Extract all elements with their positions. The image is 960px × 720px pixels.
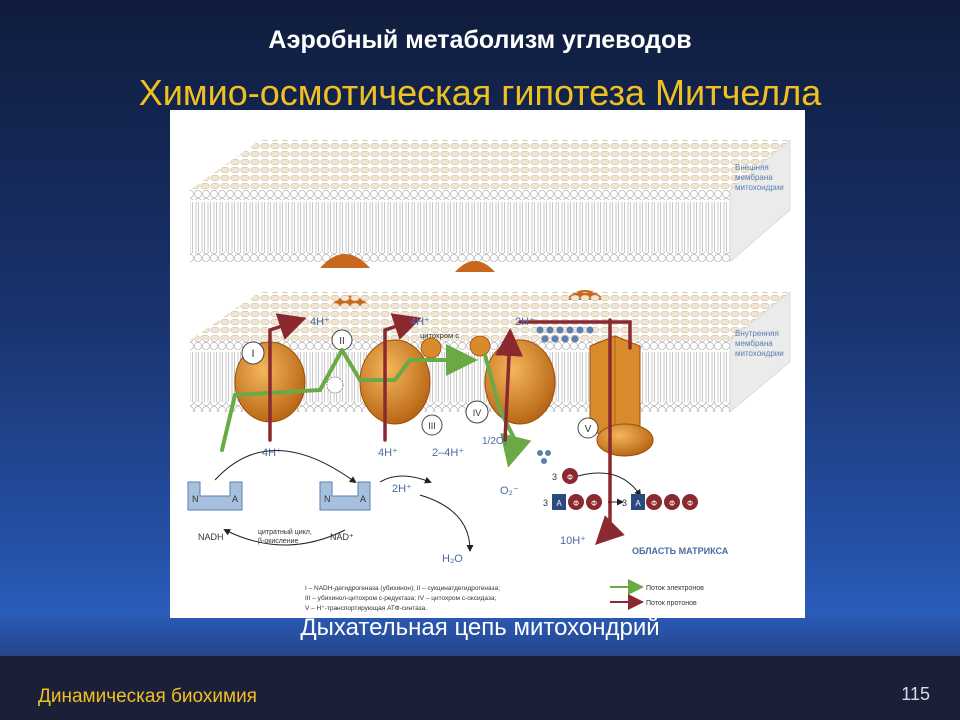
adp-count: 3 — [543, 498, 548, 508]
legend-line-1: I – NADH-дегидрогеназа (убихинон); II – … — [305, 584, 500, 592]
phosphate-symbol-6: Ф — [687, 499, 693, 508]
mitochondrial-chain-diagram: Внешняя мембрана митохондрии Внутренняя … — [170, 110, 805, 618]
complex-III-label: III — [428, 421, 436, 431]
outer-label-line-3: митохондрии — [735, 183, 784, 192]
inner-label-line-2: мембрана — [735, 339, 773, 348]
complex-II: II — [326, 329, 353, 394]
legend-line-2: III – убихинол-цитохром с-редуктаза; IV … — [305, 594, 497, 602]
inner-membrane-label: Внутренняя мембрана митохондрии — [735, 329, 784, 358]
footer-course-name: Динамическая биохимия — [38, 686, 257, 707]
atp-synthesis: 3 Ф 3 A Ф Ф 3 A Ф Ф Ф — [543, 468, 698, 510]
phosphate-symbol-3: Ф — [591, 499, 597, 508]
page-number: 115 — [901, 684, 930, 704]
cycle-label-1: цитратный цикл, — [258, 528, 312, 536]
top-proton-1: 4H⁺ — [310, 316, 330, 328]
nadh-label: NADH — [198, 532, 224, 542]
bottom-proton-1: 4H⁺ — [262, 447, 282, 459]
outer-label-line-1: Внешняя — [735, 163, 769, 172]
nad-a-letter: A — [360, 494, 366, 504]
legend-electron: Поток электронов — [646, 585, 704, 592]
atp-count: 3 — [622, 498, 627, 508]
diagram-svg: Внешняя мембрана митохондрии Внутренняя … — [187, 139, 791, 612]
complex-I-label: I — [251, 348, 254, 360]
water-label: H₂O — [442, 553, 463, 565]
proton-flow-arrows — [268, 313, 632, 545]
inner-label-line-3: митохондрии — [735, 349, 784, 358]
slide-subtitle: Химио-осмотическая гипотеза Митчелла — [138, 72, 822, 113]
phosphate-symbol-5: Ф — [669, 499, 675, 508]
ten-h-label: 10H⁺ — [560, 535, 586, 547]
matrix-label: ОБЛАСТЬ МАТРИКСА — [632, 546, 729, 556]
half-o2-label: 1/2O₂ — [482, 436, 508, 447]
complex-III: III — [359, 337, 443, 436]
outer-membrane — [190, 139, 791, 263]
electron-flow-arrows — [220, 344, 532, 468]
phosphate-count: 3 — [552, 472, 557, 482]
atp-a-letter: A — [635, 499, 641, 508]
legend-line-3: V – H⁺-транспортирующая АТФ-синтаза. — [305, 605, 427, 612]
nadh-a-letter: A — [232, 494, 238, 504]
proton-cluster — [536, 326, 594, 464]
nadh-n-letter: N — [192, 494, 199, 504]
complex-II-label: II — [339, 336, 345, 347]
legend-proton: Поток протонов — [646, 600, 697, 607]
superoxide-label: O₂⁻ — [500, 485, 519, 497]
nad-label: NAD⁺ — [330, 532, 354, 542]
nad-n-letter: N — [324, 494, 331, 504]
bottom-proton-3: 2–4H⁺ — [432, 447, 464, 459]
cytochrome-c-label: цитохром c — [420, 331, 459, 340]
phosphate-symbol-4: Ф — [651, 499, 657, 508]
cycle-label-2: β-окисление — [258, 538, 298, 545]
outer-label-line-2: мембрана — [735, 173, 773, 182]
outer-membrane-label: Внешняя мембрана митохондрии — [735, 163, 784, 192]
top-proton-3: 2H⁺ — [515, 316, 535, 328]
nadh-cycle: N A N A NADH NAD⁺ цитратный цикл, β-окис… — [187, 450, 474, 552]
phosphate-symbol-2: Ф — [573, 499, 579, 508]
complex-IV: IV — [465, 339, 556, 425]
bottom-proton-2: 4H⁺ — [378, 447, 398, 459]
figure-caption: Дыхательная цепь митохондрий — [300, 614, 660, 641]
slide-title: Аэробный метаболизм углеводов — [268, 26, 692, 54]
complex-V-label: V — [585, 424, 592, 435]
footer-band — [0, 656, 960, 720]
adp-a-letter: A — [556, 499, 562, 508]
phosphate-symbol-1: Ф — [567, 473, 573, 482]
two-h-label: 2H⁺ — [392, 483, 412, 495]
diagram-legend: I – NADH-дегидрогеназа (убихинон); II – … — [305, 579, 704, 612]
top-proton-2: 4H⁺ — [410, 316, 430, 328]
inner-label-line-1: Внутренняя — [735, 329, 779, 338]
complex-IV-label: IV — [473, 408, 482, 418]
